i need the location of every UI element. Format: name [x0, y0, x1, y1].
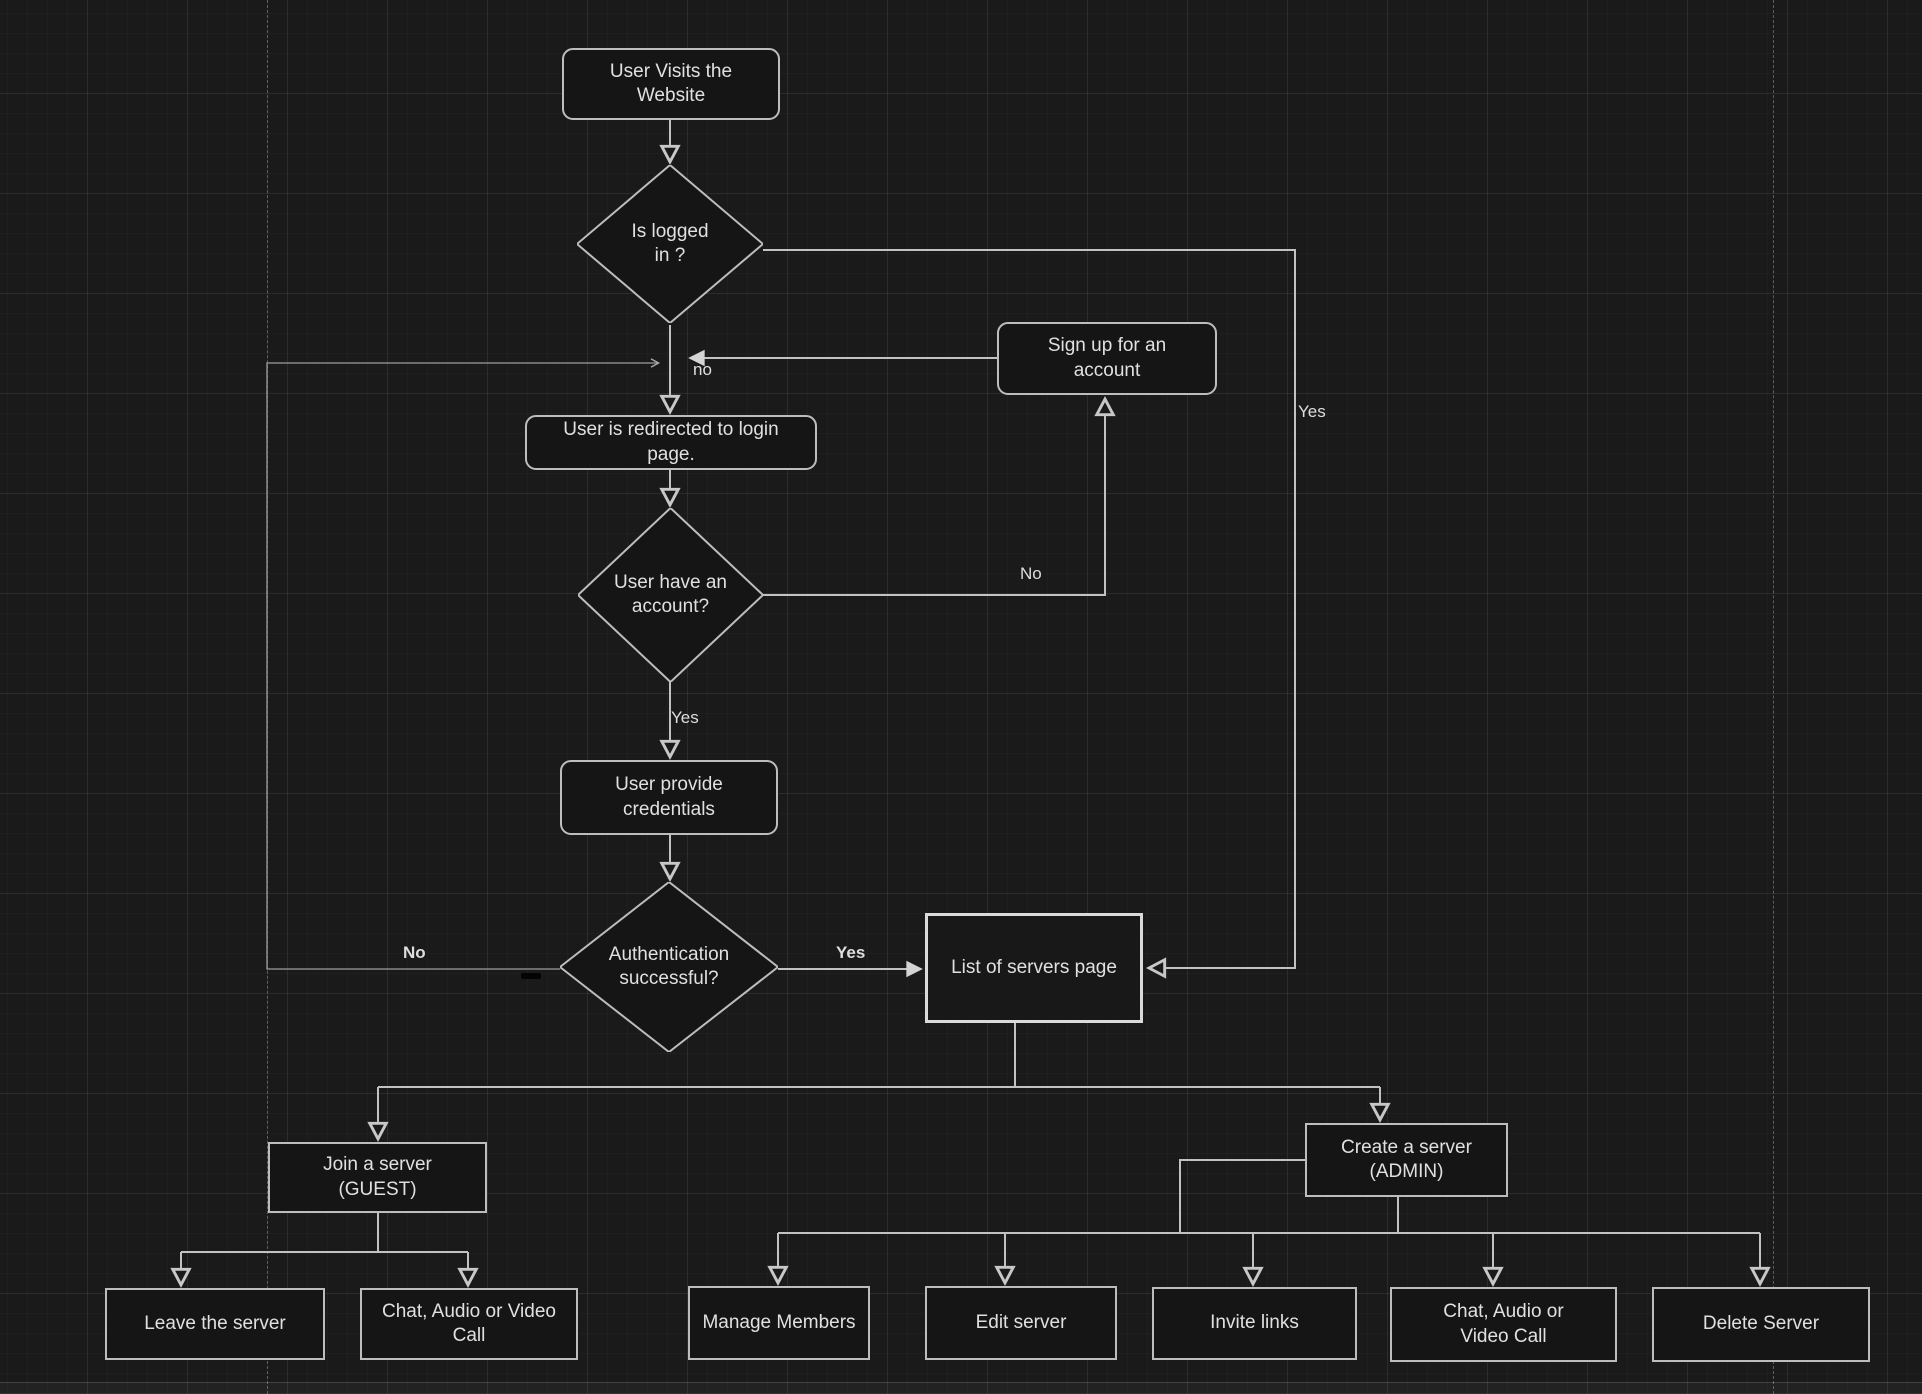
- decision-label: Authentication successful?: [608, 943, 730, 989]
- node-chat-audio-video-call-admin[interactable]: Chat, Audio or Video Call: [1390, 1287, 1617, 1362]
- node-create-a-server-admin[interactable]: Create a server (ADMIN): [1305, 1123, 1508, 1197]
- node-list-of-servers-page[interactable]: List of servers page: [925, 913, 1143, 1023]
- decision-authentication-successful[interactable]: Authentication successful?: [560, 882, 778, 1052]
- edge-label-no-to-signup[interactable]: No: [1020, 564, 1042, 583]
- dash-marker: [521, 973, 541, 979]
- node-join-a-server-guest[interactable]: Join a server (GUEST): [268, 1142, 487, 1213]
- decision-user-have-account[interactable]: User have an account?: [578, 508, 763, 682]
- node-manage-members[interactable]: Manage Members: [688, 1286, 870, 1360]
- edge-label-yes-to-credentials[interactable]: Yes: [671, 708, 699, 727]
- edge-create-left-connector[interactable]: [1179, 1159, 1305, 1233]
- node-edit-server[interactable]: Edit server: [925, 1286, 1117, 1360]
- node-user-visits-website[interactable]: User Visits the Website: [562, 48, 780, 120]
- node-chat-audio-video-call-guest[interactable]: Chat, Audio or Video Call: [360, 1288, 578, 1360]
- decision-is-logged-in[interactable]: Is logged in ?: [577, 165, 763, 323]
- node-redirected-to-login[interactable]: User is redirected to login page.: [525, 415, 817, 470]
- diamond-shape: [560, 882, 778, 1052]
- edge-label-yes-to-servers[interactable]: Yes: [836, 943, 866, 962]
- decision-label: Is logged in ?: [631, 220, 709, 266]
- edge-have-no-to-signup[interactable]: [763, 395, 1116, 596]
- node-sign-up-for-account[interactable]: Sign up for an account: [997, 322, 1217, 395]
- diamond-shape: [577, 165, 763, 323]
- node-leave-the-server[interactable]: Leave the server: [105, 1288, 325, 1360]
- node-user-provide-credentials[interactable]: User provide credentials: [560, 760, 778, 835]
- node-invite-links[interactable]: Invite links: [1152, 1287, 1357, 1360]
- edge-label-yes-logged-in[interactable]: Yes: [1298, 402, 1326, 421]
- diamond-shape: [578, 508, 763, 682]
- decision-label: User have an account?: [613, 571, 727, 617]
- edge-label-no-lowercase[interactable]: no: [693, 360, 712, 379]
- page-boundary-bottom: [0, 1382, 1922, 1383]
- edge-auth-no-loop[interactable]: [266, 358, 661, 970]
- node-delete-server[interactable]: Delete Server: [1652, 1287, 1870, 1362]
- edge-label-no-auth-loop[interactable]: No: [403, 943, 426, 962]
- edge-logged-yes-to-servers[interactable]: [763, 249, 1296, 979]
- page-edge-strip: [0, 1383, 1922, 1394]
- page-boundary-dashed-right: [1773, 0, 1774, 1394]
